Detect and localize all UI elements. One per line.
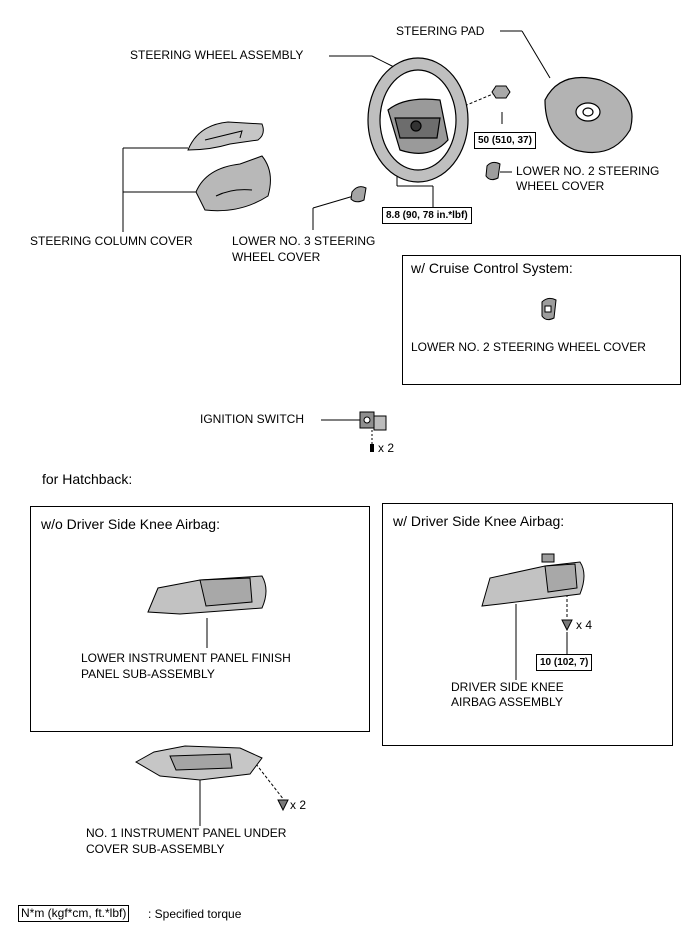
lower-finish-panel-label-line1: LOWER INSTRUMENT PANEL FINISH (81, 651, 291, 665)
hatchback-heading: for Hatchback: (42, 471, 133, 487)
lower-no3-cover-label-line2: WHEEL COVER (232, 250, 321, 264)
torque-steering-wheel: 8.8 (90, 78 in.*lbf) (382, 207, 472, 224)
under-cover-label-line2: COVER SUB-ASSEMBLY (86, 842, 225, 856)
cruise-control-part-label: LOWER NO. 2 STEERING WHEEL COVER (411, 340, 646, 354)
ignition-switch-label: IGNITION SWITCH (200, 412, 304, 426)
lower-finish-panel-label-line2: PANEL SUB-ASSEMBLY (81, 667, 215, 681)
lower-no2-cover-label-line1: LOWER NO. 2 STEERING (516, 164, 660, 178)
without-knee-airbag-panel-title: w/o Driver Side Knee Airbag: (41, 516, 220, 532)
lower-no2-cover-label-line2: WHEEL COVER (516, 179, 605, 193)
with-knee-airbag-panel: w/ Driver Side Knee Airbag: DRIVER SIDE … (382, 503, 673, 746)
torque-legend-unit: N*m (kgf*cm, ft.*lbf) (18, 905, 130, 922)
steering-wheel-assembly-label: STEERING WHEEL ASSEMBLY (130, 48, 304, 62)
cruise-control-panel: w/ Cruise Control System: LOWER NO. 2 ST… (402, 255, 681, 385)
knee-airbag-label-line1: DRIVER SIDE KNEE (451, 680, 564, 694)
steering-column-cover-label: STEERING COLUMN COVER (30, 234, 193, 248)
torque-steering-pad-nut: 50 (510, 37) (474, 132, 536, 149)
with-knee-airbag-panel-title: w/ Driver Side Knee Airbag: (393, 513, 565, 529)
under-cover-label-line1: NO. 1 INSTRUMENT PANEL UNDER (86, 826, 287, 840)
torque-legend-text: : Specified torque (148, 907, 242, 921)
lower-no3-cover-label-line1: LOWER NO. 3 STEERING (232, 234, 376, 248)
without-knee-airbag-panel: w/o Driver Side Knee Airbag: LOWER INSTR… (30, 506, 370, 732)
knee-airbag-label-line2: AIRBAG ASSEMBLY (451, 695, 563, 709)
ignition-screw-qty: x 2 (378, 441, 395, 455)
steering-pad-label: STEERING PAD (396, 24, 485, 38)
knee-airbag-bolt-qty: x 4 (576, 618, 593, 632)
torque-knee-airbag: 10 (102, 7) (536, 654, 593, 671)
under-cover-qty: x 2 (290, 798, 307, 812)
cruise-control-panel-title: w/ Cruise Control System: (411, 260, 573, 276)
